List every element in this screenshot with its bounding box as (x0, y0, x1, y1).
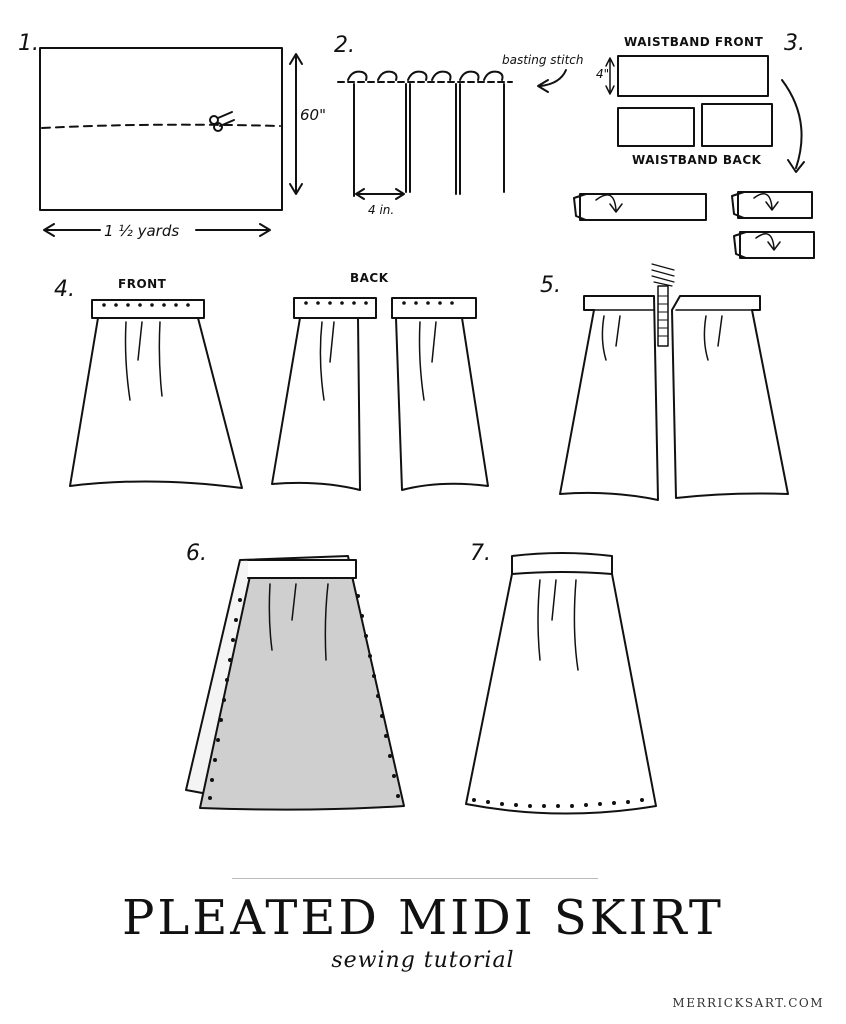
front-panel (69, 299, 243, 489)
height-arrow-icon (289, 53, 303, 195)
step-2-pleat-diagram: 2. basting stitch 4 in. (334, 33, 584, 217)
finished-waistband (511, 552, 613, 575)
step-4-number: 4. (54, 277, 75, 302)
back-label: BACK (350, 271, 389, 285)
waistband-height-arrow-icon (605, 57, 615, 95)
curved-arrow-icon (781, 79, 805, 173)
back-panel-right (391, 297, 489, 491)
step-3-number: 3. (784, 31, 805, 56)
step-4-skirt-panels: 4. FRONT BACK (54, 271, 489, 491)
step-3-waistband-diagram: WAISTBAND FRONT 3. 4" WAISTBAND BACK (573, 31, 815, 259)
folded-waistband-front (573, 193, 707, 221)
skirt-front-shaded (199, 575, 405, 811)
step-2-number: 2. (334, 33, 355, 58)
back-left-stitch-dots (304, 301, 368, 305)
fabric-height-label: 60" (300, 106, 326, 124)
step-5-zipper-assembly: 5. (540, 263, 789, 501)
pleat-folds (347, 70, 504, 81)
waistband-back-piece-right (701, 103, 773, 147)
step-6-side-seams: 6. (185, 541, 405, 811)
side-seam-stitch-dots-left (208, 598, 242, 800)
front-waistband-stitch-dots (102, 303, 190, 307)
pleat-width-label: 4 in. (368, 203, 394, 217)
finished-skirt-body (465, 573, 657, 815)
folded-waistband-back-1 (731, 191, 813, 219)
width-arrow-icon (43, 223, 271, 237)
back-right-stitch-dots (402, 301, 454, 305)
side-seam-stitch-dots-right (356, 594, 400, 798)
waistband-front-piece (617, 55, 769, 97)
step-7-number: 7. (470, 541, 491, 566)
scissors-icon (209, 111, 235, 132)
hem-stitch-dots (472, 798, 644, 808)
fold-dashed-line (41, 123, 281, 129)
folded-waistband-back-2 (733, 231, 815, 259)
waistband-back-label: WAISTBAND BACK (632, 153, 762, 167)
step-1-number: 1. (18, 31, 39, 56)
waistband-back-piece-left (617, 107, 695, 147)
page-subtitle: sewing tutorial (331, 948, 515, 973)
step-7-finished-skirt: 7. (465, 541, 657, 815)
fabric-rectangle (39, 47, 283, 211)
waistband-front-label: WAISTBAND FRONT (624, 35, 764, 49)
step-6-number: 6. (186, 541, 207, 566)
waistband-height-label: 4" (596, 67, 609, 81)
basting-arrow-icon (537, 69, 567, 93)
basting-stitch-label: basting stitch (502, 53, 584, 67)
step-5-number: 5. (540, 273, 561, 298)
front-label: FRONT (118, 277, 167, 291)
fabric-width-label: 1 ½ yards (104, 222, 179, 240)
step-5-left-panel (559, 295, 659, 501)
zipper-icon (651, 263, 675, 347)
back-panel-left (271, 297, 377, 491)
page-title: PLEATED MIDI SKIRT (122, 890, 724, 946)
pleat-width-arrow-icon (355, 188, 405, 200)
pleat-lines (353, 83, 505, 197)
step-5-right-panel (671, 295, 789, 499)
step-1-fabric-diagram: 1. 60" 1 ½ yards (18, 31, 326, 240)
website-credit: MERRICKSART.COM (672, 996, 824, 1010)
title-divider (232, 878, 598, 879)
